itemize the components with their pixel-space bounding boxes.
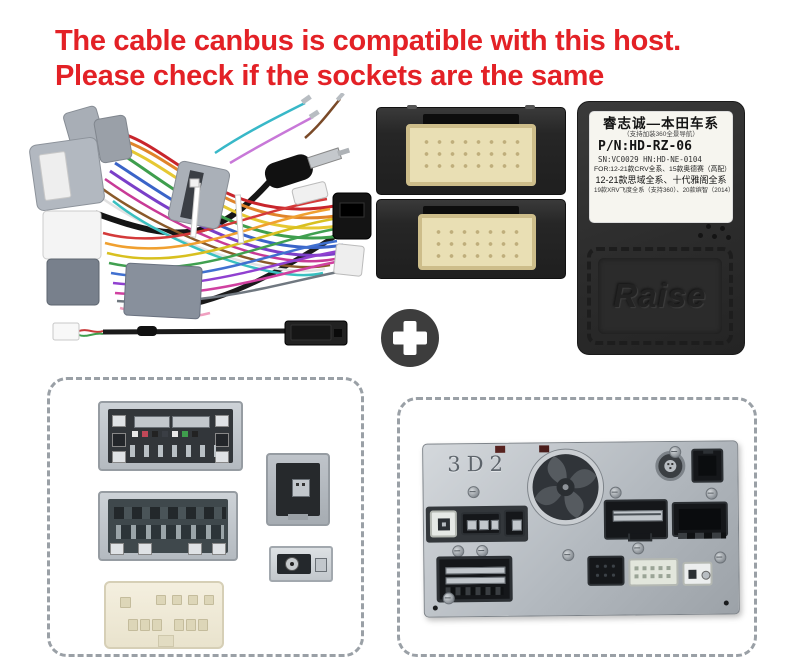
connector-detail-panel xyxy=(47,377,364,657)
heading-line1: The cable canbus is compatible with this… xyxy=(55,25,681,57)
socket-16pin xyxy=(406,124,536,186)
canbus-socket-module-bottom xyxy=(376,199,566,279)
label-title: 睿志诚—本田车系 xyxy=(603,116,719,131)
wiring-harness-photo xyxy=(29,93,372,320)
speaker-dots xyxy=(690,224,731,244)
wide-connector-b xyxy=(98,491,238,561)
label-for-line1: FOR:12-21款CRV全系、15款奥德赛（高配） xyxy=(594,166,731,173)
socket-16pin xyxy=(418,214,536,270)
wide-connector-a xyxy=(98,401,243,471)
socket-pins xyxy=(418,134,524,176)
module-nub xyxy=(407,105,417,109)
socket-mid-a xyxy=(603,499,669,542)
cooling-fan xyxy=(527,448,605,526)
canbus-decoder-box: 睿志诚—本田车系 （支持加装360全景导航） P/N:HD-RZ-06 SN:V… xyxy=(577,101,745,355)
brand-logo: Raise xyxy=(613,277,707,314)
cream-connector xyxy=(104,581,224,649)
label-subtitle: （支持加装360全景导航） xyxy=(623,131,699,138)
canbus-socket-module-top xyxy=(376,105,566,195)
socket-bottom-b xyxy=(628,557,679,587)
socket-bottom-a xyxy=(587,555,625,586)
head-unit-rear: 3D2 xyxy=(422,440,740,618)
canbus-label: 睿志诚—本田车系 （支持加装360全景导航） P/N:HD-RZ-06 SN:V… xyxy=(589,111,733,223)
head-unit-panel: 3D2 xyxy=(397,397,757,657)
label-for-line3: 19款XRV飞度全系（支持360）、20款缤智（2014） xyxy=(594,187,733,194)
socket-pins xyxy=(430,224,524,260)
raise-recess: Raise xyxy=(587,247,733,345)
usb-adapter-cable xyxy=(52,320,348,346)
square-camera-connector xyxy=(266,453,330,526)
antenna-socket xyxy=(269,546,333,582)
socket-bottom-c xyxy=(682,561,713,586)
label-part-number: P/N:HD-RZ-06 xyxy=(598,139,692,154)
heading: The cable canbus is compatible with this… xyxy=(55,24,681,94)
label-serial: SN:VC0029 HN:HD-NE-0104 xyxy=(598,155,702,164)
socket-top-right xyxy=(691,448,724,483)
plus-icon xyxy=(381,309,439,367)
socket-latch xyxy=(423,114,519,126)
module-nub xyxy=(525,105,535,109)
heading-line2: Please check if the sockets are the same xyxy=(55,60,604,92)
socket-cluster-left xyxy=(425,505,529,543)
head-unit-marking: 3D2 xyxy=(447,451,510,477)
raise-inner: Raise xyxy=(598,258,722,334)
label-for-line2: 12-21款思域全系、十代雅阁全系 xyxy=(595,175,727,185)
socket-mid-b xyxy=(671,501,729,539)
